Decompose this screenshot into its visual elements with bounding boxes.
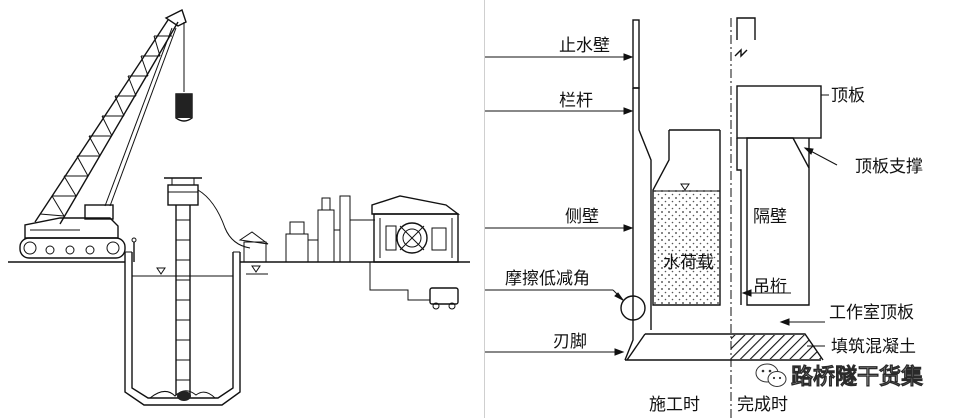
water-load-cell xyxy=(652,129,721,306)
label-fill-concrete: 填筑混凝土 xyxy=(831,337,916,357)
label-water-load: 水荷载 xyxy=(663,253,714,273)
friction-reduction-circle xyxy=(620,295,646,321)
caisson-section-panel: 止水壁 栏杆 侧壁 摩擦低减角 刃脚 顶板 顶板支撑 隔壁 水荷载 吊桁 工作室… xyxy=(484,0,975,418)
label-roof-slab: 顶板 xyxy=(831,86,865,106)
label-railing: 栏杆 xyxy=(559,91,593,111)
base-cutting-edge xyxy=(625,333,824,361)
watermark-text: 路桥隧干货集 xyxy=(791,364,924,390)
wechat-icon xyxy=(755,363,787,387)
label-hanger: 吊桁 xyxy=(753,277,787,297)
crawler-crane xyxy=(19,9,193,259)
roof-slab-block xyxy=(734,17,822,139)
side-wall-left xyxy=(624,87,652,361)
caisson-section-drawing: 止水壁 栏杆 侧壁 摩擦低减角 刃脚 顶板 顶板支撑 隔壁 水荷载 吊桁 工作室… xyxy=(485,17,924,418)
label-partition: 隔壁 xyxy=(753,207,787,227)
cutoff-wall xyxy=(632,19,640,89)
leader-lines xyxy=(485,53,838,356)
label-chamber-roof: 工作室顶板 xyxy=(829,303,914,323)
label-cutting-edge: 刃脚 xyxy=(553,332,587,352)
site-shed xyxy=(238,231,269,263)
construction-scene-panel xyxy=(0,0,482,418)
label-roof-support: 顶板支撑 xyxy=(855,157,923,177)
partition-wall xyxy=(736,137,810,306)
label-friction-reduction: 摩擦低减角 xyxy=(505,269,590,289)
label-cutoff-wall: 止水壁 xyxy=(559,36,610,56)
label-side-wall: 侧壁 xyxy=(565,207,599,227)
watermark: 路桥隧干货集 xyxy=(755,363,924,390)
label-after-completion: 完成时 xyxy=(737,395,788,415)
label-during-construction: 施工时 xyxy=(649,395,700,415)
construction-scene-drawing xyxy=(8,9,470,406)
compressor-plant xyxy=(285,195,461,310)
caisson-shaft xyxy=(124,177,268,406)
